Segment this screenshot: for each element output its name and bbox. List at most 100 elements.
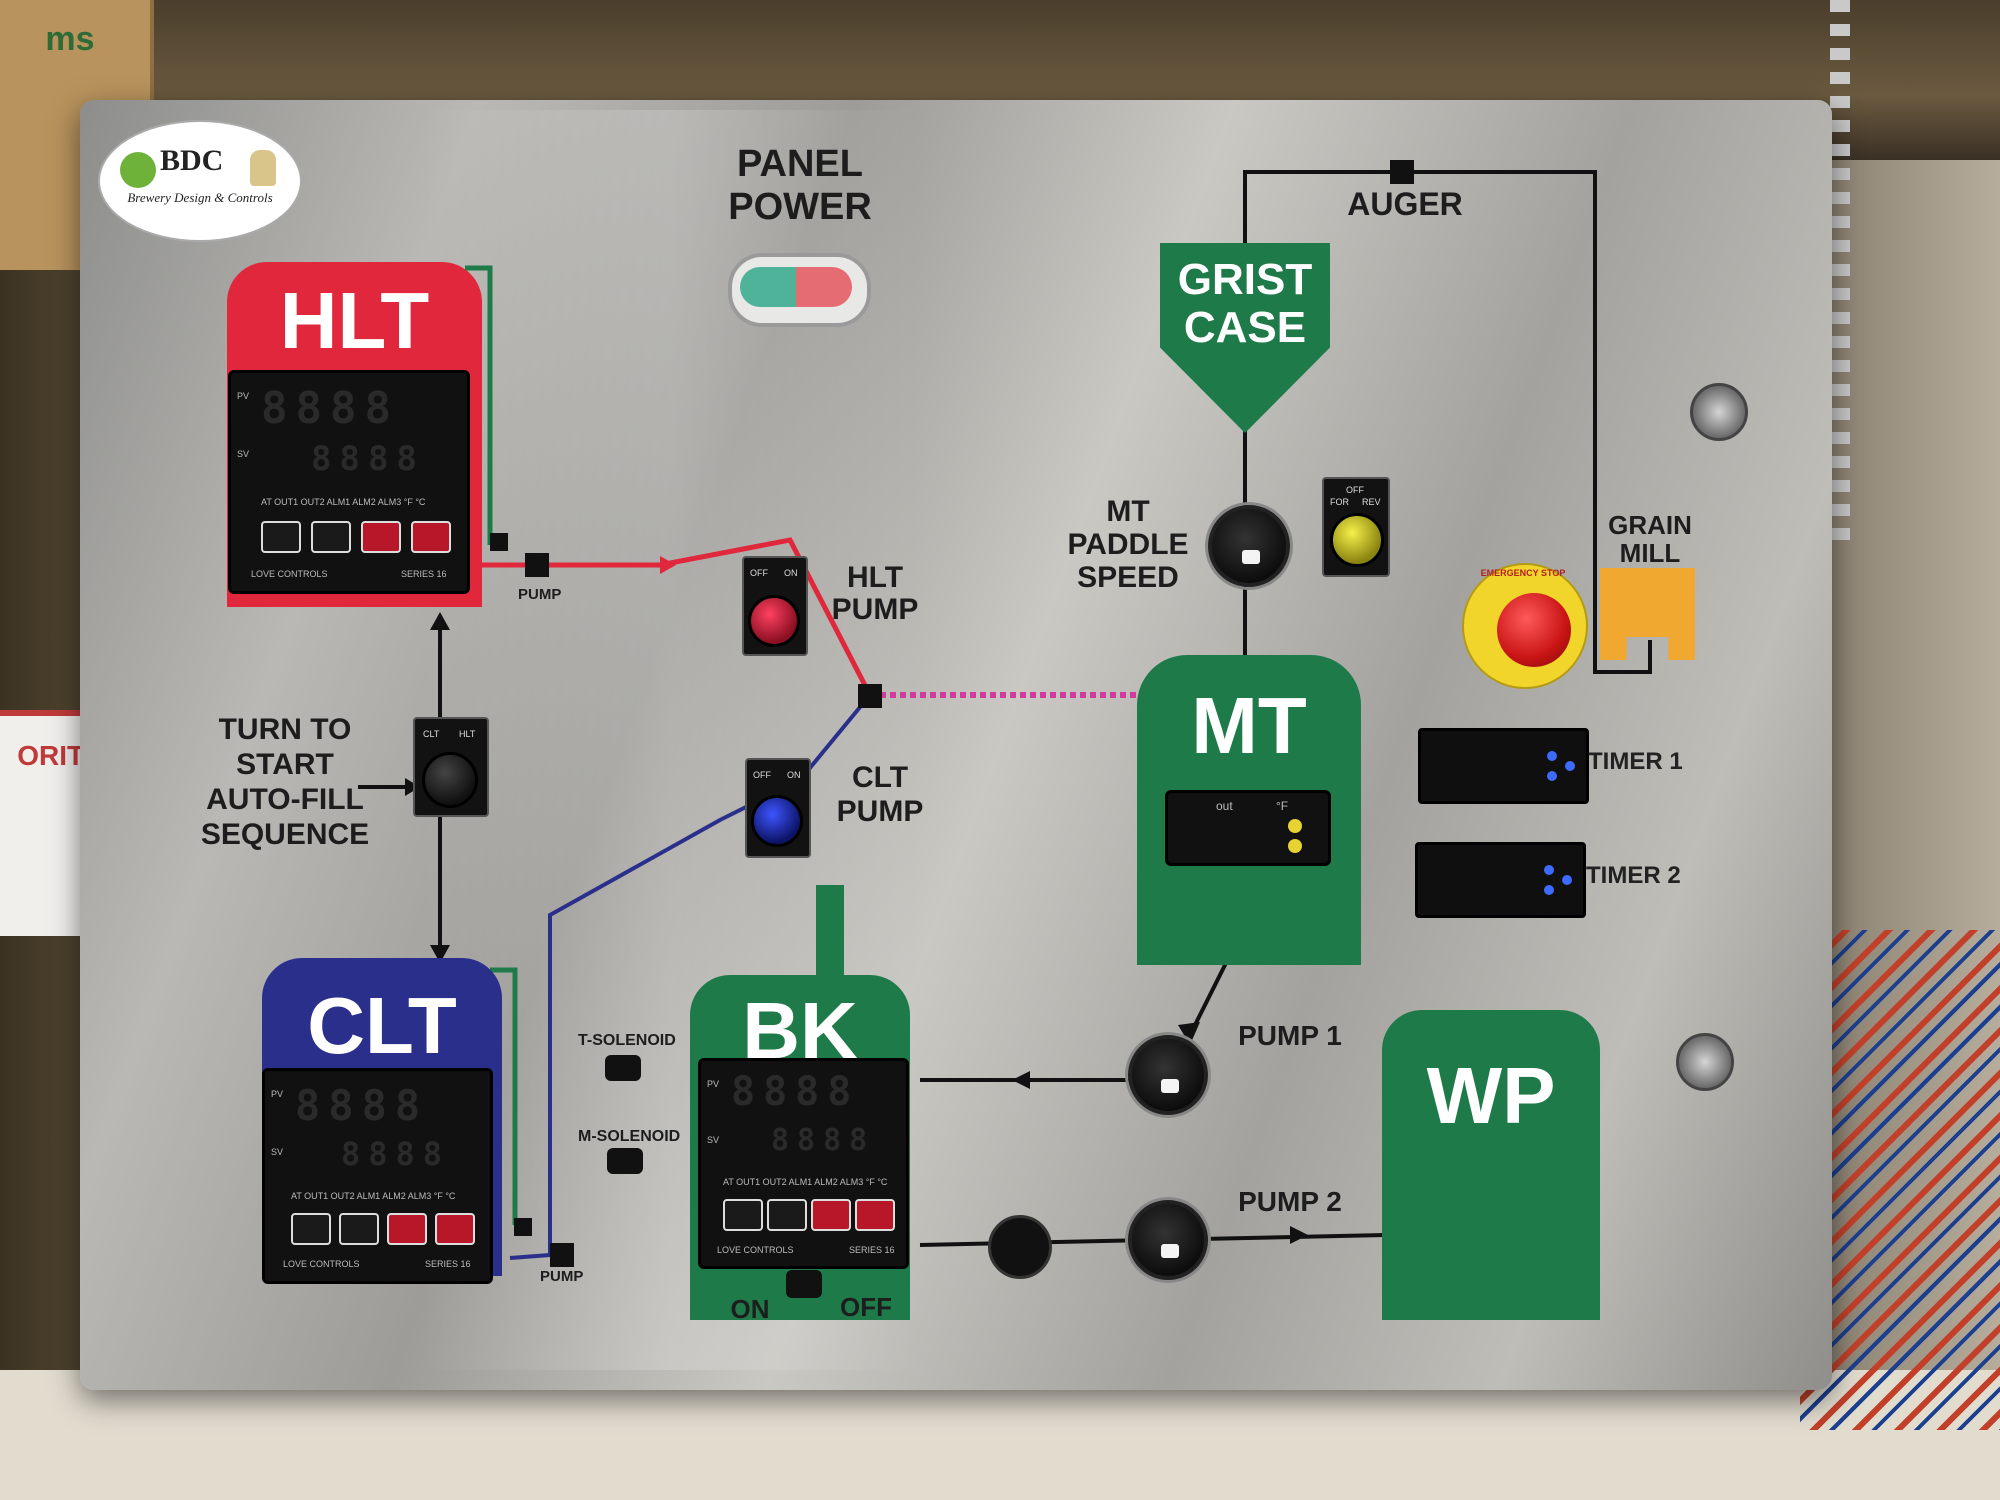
bdc-brand: BDC <box>160 144 224 177</box>
hlt-down-key[interactable] <box>361 521 401 553</box>
clt-pv-display: 8888 <box>295 1081 429 1130</box>
auger-line <box>1243 170 1652 674</box>
pump2-label: PUMP 2 <box>1238 1186 1342 1217</box>
mt-button-2[interactable] <box>1288 839 1302 853</box>
clt-sight-line <box>490 967 518 1225</box>
hlt-pump-off-label: OFF <box>750 568 768 578</box>
m-solenoid-switch[interactable] <box>607 1148 643 1174</box>
timer2-button-3[interactable] <box>1562 875 1572 885</box>
clt-enter-key[interactable] <box>291 1213 331 1245</box>
pump2-speed-dial[interactable] <box>1128 1200 1208 1280</box>
mt-title: MT <box>1191 681 1307 770</box>
cardboard-box-text: ms <box>45 20 95 58</box>
hlt-pump-switch[interactable] <box>748 595 800 647</box>
mt-controller: out °F <box>1165 790 1331 866</box>
hlt-cycle-key[interactable] <box>311 521 351 553</box>
panel-power-button[interactable] <box>728 253 871 327</box>
panel-power-label-1: PANEL <box>737 143 863 185</box>
hlt-pump-label-2: PUMP <box>831 593 919 626</box>
paddle-direction-switch[interactable] <box>1330 513 1384 567</box>
hop-icon <box>120 152 156 188</box>
clt-indicators: AT OUT1 OUT2 ALM1 ALM2 ALM3 °F °C <box>291 1191 456 1201</box>
bk-sv-label: SV <box>707 1135 720 1145</box>
power-off-button[interactable] <box>796 267 852 307</box>
hlt-clt-junction <box>858 684 882 708</box>
hlt-pv-label: PV <box>237 391 250 401</box>
hlt-sight-line <box>465 265 493 545</box>
bk-on-label: ON <box>730 1294 770 1324</box>
autofill-label-3: AUTO-FILL <box>206 783 364 816</box>
bk-pv-label: PV <box>707 1079 720 1089</box>
hlt-pv-display: 8888 <box>261 383 399 434</box>
hlt-up-key[interactable] <box>411 521 451 553</box>
wheat-icon <box>250 150 276 186</box>
mt-paddle-label-2: PADDLE <box>1067 528 1189 561</box>
timer2-button-1[interactable] <box>1544 865 1554 875</box>
bk-down-key[interactable] <box>811 1199 851 1231</box>
hanging-chain <box>1830 0 1850 540</box>
hlt-indicators: AT OUT1 OUT2 ALM1 ALM2 ALM3 °F °C <box>261 497 426 507</box>
door-latch-lower[interactable] <box>1676 1033 1734 1091</box>
bk-temp-controller: PV 8888 SV 8888 AT OUT1 OUT2 ALM1 ALM2 A… <box>698 1058 909 1269</box>
autofill-label-1: TURN TO <box>218 713 352 746</box>
hlt-pump-junction <box>525 553 549 577</box>
bk-off-label: OFF <box>840 1292 892 1322</box>
t-solenoid-switch[interactable] <box>605 1055 641 1081</box>
clt-pump-switch[interactable] <box>751 795 803 847</box>
autofill-arrow-down <box>430 945 450 963</box>
m-solenoid-label: M-SOLENOID <box>578 1128 681 1145</box>
auger-label: AUGER <box>1347 186 1463 222</box>
timer1-button-2[interactable] <box>1547 771 1557 781</box>
door-latch-upper[interactable] <box>1690 383 1748 441</box>
bk-indicators: AT OUT1 OUT2 ALM1 ALM2 ALM3 °F °C <box>723 1177 888 1187</box>
bdc-subtitle: Brewery Design & Controls <box>127 190 273 205</box>
clt-title: CLT <box>307 981 457 1070</box>
clt-pump-off-label: OFF <box>753 770 771 780</box>
autofill-clt-label: CLT <box>423 729 440 739</box>
bk-cycle-key[interactable] <box>767 1199 807 1231</box>
timer2-display <box>1415 842 1586 918</box>
timer2-button-2[interactable] <box>1544 885 1554 895</box>
timer1-label: TIMER 1 <box>1588 748 1683 775</box>
mt-unit-label: °F <box>1276 799 1289 813</box>
clt-pump-junction <box>550 1243 574 1267</box>
paddle-off-label: OFF <box>1346 485 1364 495</box>
clt-sv-display: 8888 <box>341 1135 451 1173</box>
timer1-button-1[interactable] <box>1547 751 1557 761</box>
clt-sv-label: SV <box>271 1147 284 1157</box>
pump1-label: PUMP 1 <box>1238 1020 1342 1051</box>
timer2-label: TIMER 2 <box>1586 862 1681 889</box>
grist-case-label-1: GRIST <box>1177 255 1313 304</box>
hlt-enter-key[interactable] <box>261 521 301 553</box>
hlt-controller-brand: LOVE CONTROLS <box>251 569 328 579</box>
clt-temp-controller: PV 8888 SV 8888 AT OUT1 OUT2 ALM1 ALM2 A… <box>262 1068 493 1284</box>
bk-chimney <box>816 885 844 980</box>
pump2-button[interactable] <box>988 1215 1052 1279</box>
timer1-button-3[interactable] <box>1565 761 1575 771</box>
bk-controller-brand: LOVE CONTROLS <box>717 1245 794 1255</box>
clt-down-key[interactable] <box>387 1213 427 1245</box>
hlt-title: HLT <box>279 276 430 365</box>
bk-up-key[interactable] <box>855 1199 895 1231</box>
clt-up-key[interactable] <box>435 1213 475 1245</box>
clt-pv-label: PV <box>271 1089 284 1099</box>
hlt-pump-label-1: HLT <box>846 561 904 594</box>
autofill-selector-switch[interactable] <box>422 752 478 808</box>
hlt-pump-on-label: ON <box>784 568 798 578</box>
clt-cycle-key[interactable] <box>339 1213 379 1245</box>
mt-paddle-speed-dial[interactable] <box>1208 505 1290 587</box>
timer1-display <box>1418 728 1589 804</box>
bk-power-switch[interactable] <box>786 1270 822 1298</box>
mt-out-label: out <box>1216 799 1233 813</box>
hlt-sv-label: SV <box>237 449 250 459</box>
mt-paddle-label-3: SPEED <box>1077 561 1179 594</box>
bk-enter-key[interactable] <box>723 1199 763 1231</box>
emergency-stop-button[interactable] <box>1497 593 1571 667</box>
mt-to-pump1-arrow <box>1178 1022 1200 1045</box>
mt-paddle-label-1: MT <box>1106 495 1150 528</box>
power-on-button[interactable] <box>740 267 796 307</box>
pump1-speed-dial[interactable] <box>1128 1035 1208 1115</box>
autofill-label-2: START <box>236 748 334 781</box>
wp-title: WP <box>1426 1051 1556 1140</box>
mt-button-1[interactable] <box>1288 819 1302 833</box>
